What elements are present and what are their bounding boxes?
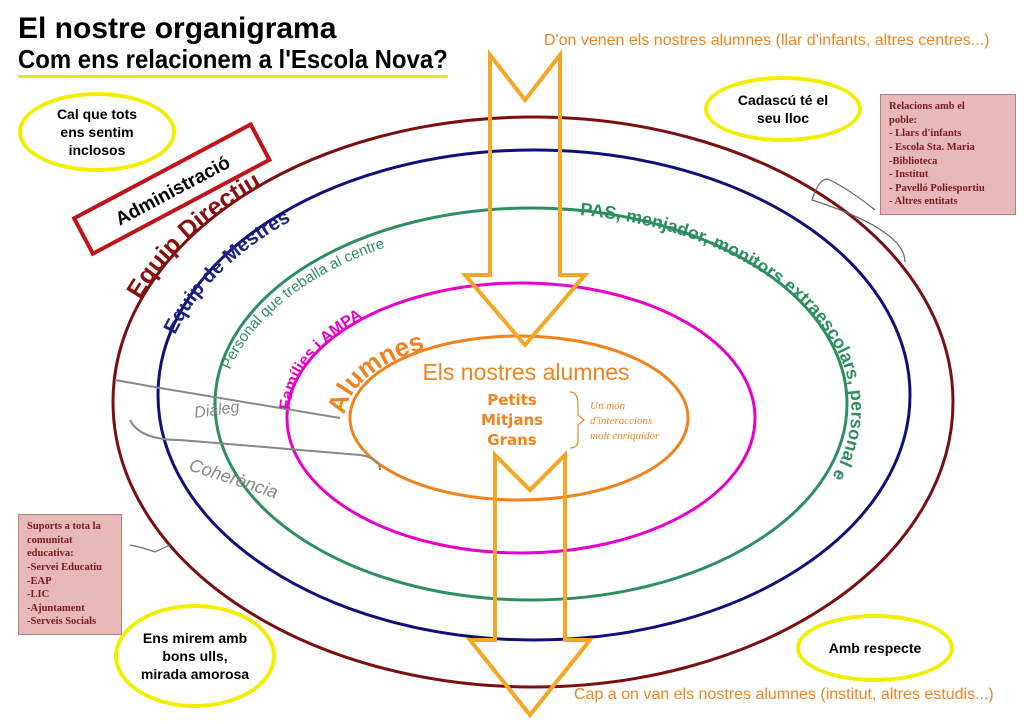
coherencia-brace-icon: [129, 419, 381, 471]
alumnes-label: Alumnes: [321, 326, 427, 417]
ring-mestres: [156, 148, 912, 642]
bubble-inclosos: Cal que tots ens sentim inclosos: [18, 92, 176, 172]
group-mitjans: Mitjans: [481, 411, 543, 429]
ring-families: [285, 281, 757, 555]
dialeg-arrow-icon: [114, 379, 341, 419]
svg-text:Alumnes: Alumnes: [321, 326, 427, 417]
bubble-lloc: Cadascú té el seu lloc: [704, 76, 862, 142]
bubble-respecte: Amb respecte: [796, 614, 954, 682]
arrow-in-icon: [460, 49, 590, 349]
group-grans: Grans: [487, 431, 537, 449]
page-subtitle: Com ens relacionem a l'Escola Nova?: [18, 44, 448, 78]
group-petits: Petits: [487, 391, 537, 409]
brace-suports-icon: [129, 544, 171, 553]
brace-poble-icon: [811, 178, 906, 263]
box-relacions-poble: Relacions amb el poble: - Llars d'infant…: [880, 94, 1016, 216]
center-note-2: d'interaccions: [590, 415, 652, 427]
arrow-out-icon: [465, 450, 595, 719]
center-title: Els nostres alumnes: [422, 359, 629, 385]
bubble-mirem: Ens mirem amb bons ulls, mirada amorosa: [114, 604, 276, 708]
coherencia-label: Coherència: [187, 455, 281, 502]
bottom-caption: Cap a on van els nostres alumnes (instit…: [574, 686, 994, 703]
ring-personal: [213, 206, 849, 602]
ring-outer: [111, 115, 955, 689]
center-brace-icon: [569, 391, 585, 449]
dialeg-label: Diàleg: [193, 399, 240, 422]
center-note-1: Un món: [590, 400, 626, 412]
box-suports: Suports a tota la comunitat educativa: -…: [18, 514, 122, 636]
top-caption: D'on venen els nostres alumnes (llar d'i…: [544, 32, 990, 49]
center-note-3: molt enriquidor: [590, 430, 660, 442]
page-title: El nostre organigrama: [18, 12, 337, 45]
